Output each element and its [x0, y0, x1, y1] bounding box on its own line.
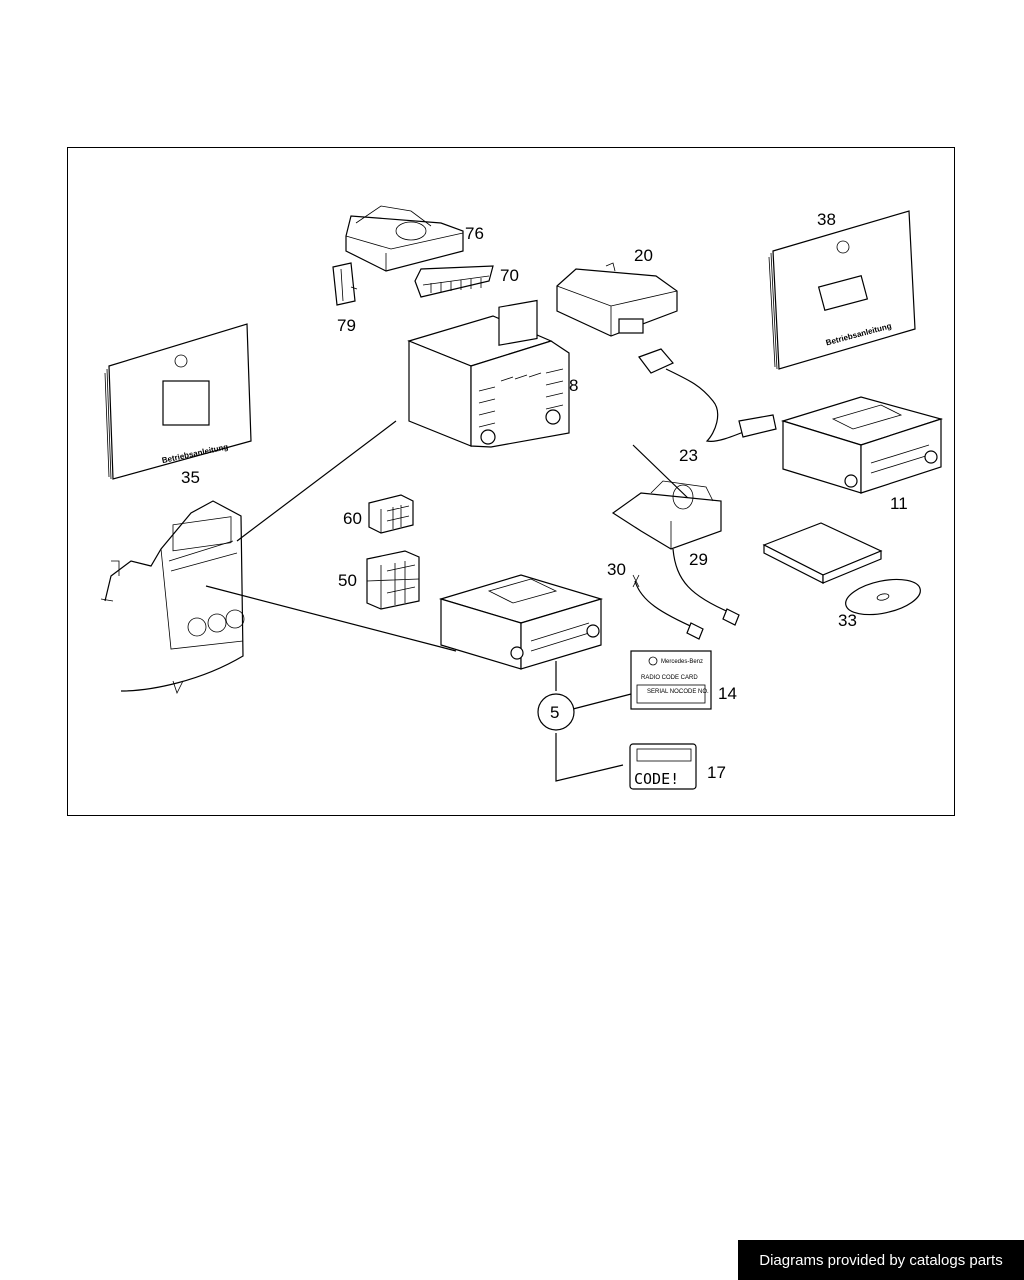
callout-14: 14 — [718, 684, 737, 703]
part-14-code-card: Mercedes-Benz RADIO CODE CARD SERIAL NO.… — [630, 650, 712, 710]
callout-20: 20 — [634, 246, 653, 265]
callout-60: 60 — [343, 509, 362, 528]
callout-76: 76 — [465, 224, 484, 243]
callout-50: 50 — [338, 571, 357, 590]
code-sticker-text: CODE! — [634, 770, 679, 788]
dashboard-panel — [100, 500, 245, 695]
callout-70: 70 — [500, 266, 519, 285]
part-33-booklet-cd — [762, 522, 921, 616]
part-5-radio — [438, 574, 604, 670]
part-35-manual: Betriebsanleitung — [104, 323, 252, 480]
diagram-frame: 76 70 79 20 23 — [67, 147, 955, 816]
part-29-holder — [611, 444, 740, 626]
callout-23: 23 — [679, 446, 698, 465]
credit-banner: Diagrams provided by catalogs parts — [738, 1240, 1024, 1280]
callout-35: 35 — [181, 468, 200, 487]
leader-to-nav — [236, 420, 397, 542]
part-30-lead — [632, 574, 704, 640]
part-17-code-sticker: CODE! — [629, 743, 697, 790]
part-50-connector — [366, 550, 420, 610]
part-70-connector — [414, 265, 494, 298]
part-76-bracket — [345, 205, 464, 272]
part-5-callout-circle — [537, 693, 575, 731]
part-60-connector — [368, 494, 414, 534]
part-23-cable — [638, 348, 777, 442]
code-card-brand: Mercedes-Benz — [661, 659, 703, 665]
part-8-nav-unit — [407, 299, 570, 448]
part-38-manual: Betriebsanleitung — [768, 210, 916, 370]
callout-5: 5 — [550, 703, 559, 722]
callout-29: 29 — [689, 550, 708, 569]
parts-diagram: 76 70 79 20 23 — [100, 205, 944, 790]
callout-8: 8 — [569, 376, 578, 395]
part-11-cassette-radio — [780, 396, 944, 494]
code-card-code-header: CODE NO. — [679, 689, 709, 695]
callout-38: 38 — [817, 210, 836, 229]
callout-11: 11 — [890, 494, 908, 513]
callout-33: 33 — [838, 611, 857, 630]
part-79-clip — [332, 262, 358, 306]
callout-17: 17 — [707, 763, 726, 782]
code-card-serial-header: SERIAL NO. — [647, 689, 681, 695]
credit-text: Diagrams provided by catalogs parts — [759, 1251, 1003, 1269]
leader-to-radio — [205, 585, 457, 652]
part-20-module — [556, 262, 678, 337]
code-card-title: RADIO CODE CARD — [641, 675, 698, 681]
part-5-leaders — [555, 661, 636, 782]
callout-79: 79 — [337, 316, 356, 335]
callout-30: 30 — [607, 560, 626, 579]
